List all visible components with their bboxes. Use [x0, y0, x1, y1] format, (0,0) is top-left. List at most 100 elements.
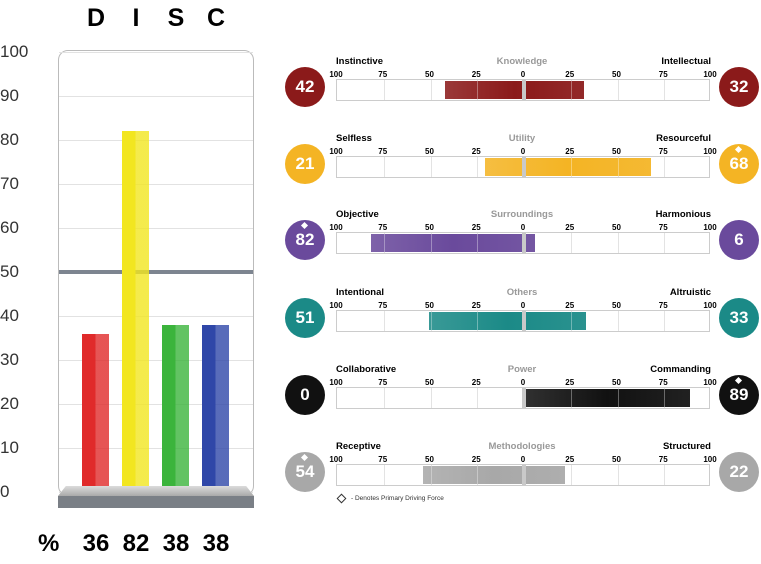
chart-base [58, 486, 254, 496]
scale-tick: 100 [329, 147, 343, 156]
category-label: C [206, 4, 226, 32]
gridline [664, 233, 666, 253]
zero-line [522, 80, 526, 100]
gridline [59, 96, 253, 97]
gridline [59, 360, 253, 361]
right-score-circle: 6 [719, 220, 759, 260]
diamond-icon [734, 145, 743, 154]
gridline [430, 80, 432, 100]
gridline [664, 157, 666, 177]
gridline [383, 157, 385, 177]
right-score: 6 [734, 230, 744, 249]
row-title: Utility [508, 133, 536, 144]
bar-fill [428, 312, 586, 330]
scale-tick: 50 [425, 223, 434, 232]
value-label: 36 [82, 530, 110, 557]
scale-tick: 100 [703, 147, 717, 156]
scale-tick: 50 [425, 378, 434, 387]
right-score-circle: 68 [719, 144, 759, 184]
scale-tick: 0 [520, 147, 526, 156]
left-score-circle: 42 [285, 67, 325, 107]
scale-tick: 50 [425, 147, 434, 156]
right-score: 33 [729, 308, 749, 327]
gridline [383, 311, 385, 331]
gridline [617, 465, 619, 485]
row-title: Knowledge [496, 56, 548, 67]
scale-tick: 0 [520, 70, 526, 79]
scale-tick: 50 [425, 455, 434, 464]
track [336, 310, 710, 332]
scale-tick: 25 [471, 223, 481, 232]
gridline [617, 389, 619, 407]
gridline [664, 465, 666, 485]
gridline [664, 311, 666, 331]
row-title: Power [507, 364, 537, 375]
gridline [570, 81, 572, 99]
scale-tick: 0 [520, 301, 526, 310]
gridline [430, 234, 432, 252]
y-tick-label: 50 [0, 262, 19, 281]
value-label: 38 [162, 530, 190, 557]
right-label: Intellectual [661, 56, 711, 67]
scale-tick: 75 [378, 223, 388, 232]
scale-tick: 100 [329, 223, 343, 232]
gridline [430, 312, 432, 330]
scale-tick: 25 [565, 147, 575, 156]
scale-tick: 75 [658, 301, 668, 310]
gridline [617, 311, 619, 331]
gridline [477, 157, 479, 177]
track [336, 387, 710, 409]
left-score-circle: 82 [285, 220, 325, 260]
diamond-icon [300, 221, 309, 230]
scale-tick: 75 [378, 301, 388, 310]
scale-tick: 100 [703, 455, 717, 464]
gridline [383, 465, 385, 485]
right-score-circle: 22 [719, 452, 759, 492]
gridline [430, 388, 432, 408]
gridline [59, 140, 253, 141]
scale-tick: 100 [703, 70, 717, 79]
scale-tick: 75 [658, 70, 668, 79]
scale-tick: 100 [329, 455, 343, 464]
legend: - Denotes Primary Driving Force [336, 493, 444, 504]
zero-line [522, 388, 526, 408]
scale-tick: 75 [378, 455, 388, 464]
right-label: Harmonious [655, 209, 711, 220]
scale-tick: 25 [565, 223, 575, 232]
scale-tick: 100 [329, 378, 343, 387]
left-score-circle: 51 [285, 298, 325, 338]
bar-fill [445, 81, 584, 99]
scale-tick: 75 [658, 223, 668, 232]
category-label: S [167, 4, 185, 32]
right-score: 32 [729, 77, 749, 96]
scale-tick: 100 [703, 223, 717, 232]
track [336, 464, 710, 486]
gridline [570, 465, 572, 485]
scale-tick: 50 [612, 378, 621, 387]
value-label: 82 [122, 530, 150, 557]
row-title: Others [506, 287, 538, 298]
diamond-icon [300, 453, 309, 462]
zero-line [522, 311, 526, 331]
y-tick-label: 90 [0, 86, 19, 105]
gridline [570, 233, 572, 253]
left-label: Selfless [336, 133, 372, 144]
gridline [477, 312, 479, 330]
scale-tick: 25 [471, 147, 481, 156]
bar-d [82, 333, 109, 492]
bar-fill [524, 389, 691, 407]
row-title: Surroundings [490, 209, 554, 220]
scale-tick: 100 [329, 70, 343, 79]
gridline [430, 466, 432, 484]
right-score: 89 [729, 385, 749, 404]
legend-text: - Denotes Primary Driving Force [351, 495, 444, 502]
gridline [59, 184, 253, 185]
chart-base [58, 496, 254, 508]
row-title: Methodologies [488, 441, 556, 452]
scale-tick: 50 [612, 70, 621, 79]
scale-tick: 50 [612, 301, 621, 310]
gridline [59, 316, 253, 317]
